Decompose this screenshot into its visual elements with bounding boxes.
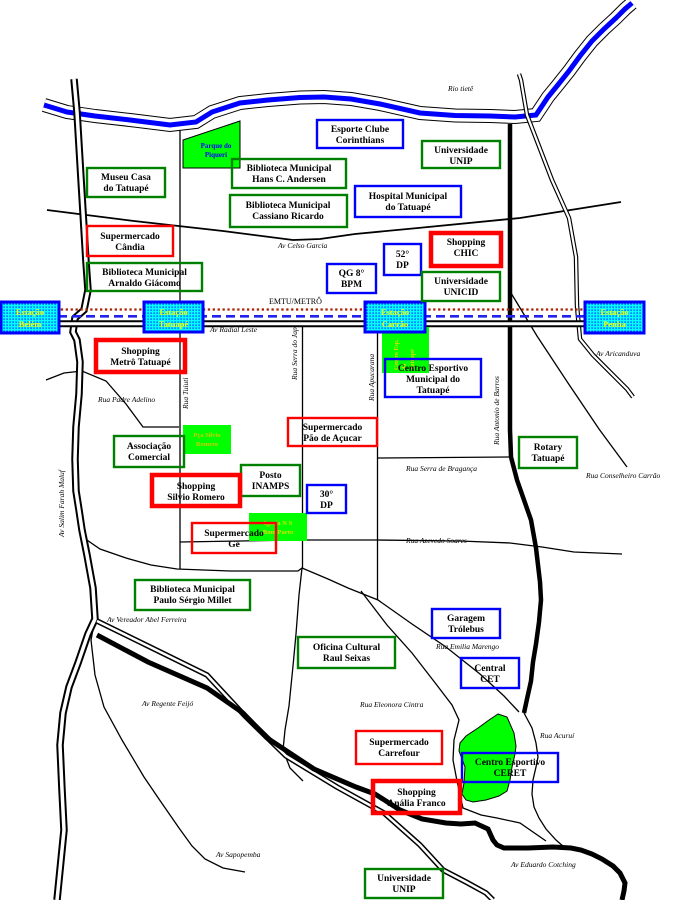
svg-text:Gê: Gê xyxy=(228,540,240,550)
svg-text:Rua Eleonora Cintra: Rua Eleonora Cintra xyxy=(359,700,424,709)
svg-text:Rua Padre Adelino: Rua Padre Adelino xyxy=(97,395,155,404)
svg-text:Rotary: Rotary xyxy=(534,443,563,453)
svg-text:Rua Serra de Bragança: Rua Serra de Bragança xyxy=(405,464,477,473)
svg-text:Universidade: Universidade xyxy=(434,146,488,156)
svg-text:Rua Emilia Marengo: Rua Emilia Marengo xyxy=(435,642,499,651)
svg-text:Shopping: Shopping xyxy=(397,788,436,798)
svg-text:Trólebus: Trólebus xyxy=(448,625,484,635)
svg-text:EMTU/METRÔ: EMTU/METRÔ xyxy=(269,296,322,306)
svg-text:Raul Seixas: Raul Seixas xyxy=(323,654,371,664)
svg-text:Comercial: Comercial xyxy=(128,453,170,463)
svg-text:Romero: Romero xyxy=(196,441,218,448)
svg-text:Av Salim Farah Maluf: Av Salim Farah Maluf xyxy=(57,469,66,538)
svg-text:Garagem: Garagem xyxy=(447,614,485,624)
svg-text:QG 8°: QG 8° xyxy=(339,268,365,279)
svg-text:Supermercado: Supermercado xyxy=(369,738,429,748)
svg-text:Estação: Estação xyxy=(600,307,628,317)
svg-text:Supermercado: Supermercado xyxy=(303,423,363,433)
svg-text:Tatuapé: Tatuapé xyxy=(532,454,565,464)
svg-text:Centro Esp.: Centro Esp. xyxy=(394,339,400,370)
svg-text:Biblioteca Municipal: Biblioteca Municipal xyxy=(150,585,235,595)
svg-text:Shopping: Shopping xyxy=(177,482,216,492)
svg-text:Av Radial Leste: Av Radial Leste xyxy=(209,325,258,334)
svg-text:Universidade: Universidade xyxy=(434,277,488,287)
svg-text:Biblioteca Municipal: Biblioteca Municipal xyxy=(246,201,331,211)
svg-text:Paulo Sérgio Millet: Paulo Sérgio Millet xyxy=(153,596,232,606)
svg-text:Rio tietê: Rio tietê xyxy=(447,84,474,93)
svg-text:Av Regente Feijó: Av Regente Feijó xyxy=(141,699,193,708)
svg-text:Tatuapé: Tatuapé xyxy=(159,319,189,329)
svg-text:UNIP: UNIP xyxy=(449,157,472,167)
svg-text:Tatuapé: Tatuapé xyxy=(417,386,450,396)
svg-text:Estação: Estação xyxy=(381,307,409,317)
svg-text:Av Aricanduva: Av Aricanduva xyxy=(595,349,640,358)
svg-text:CET: CET xyxy=(480,675,500,685)
svg-text:Igreja N S: Igreja N S xyxy=(264,520,293,527)
svg-text:Cassiano Ricardo: Cassiano Ricardo xyxy=(252,212,324,222)
svg-text:Arnaldo Giácomo: Arnaldo Giácomo xyxy=(108,279,181,289)
svg-text:DP: DP xyxy=(320,501,333,511)
svg-text:Rua Serra do Japi: Rua Serra do Japi xyxy=(290,325,299,381)
svg-text:Parque do: Parque do xyxy=(201,142,232,150)
svg-text:52°: 52° xyxy=(396,249,410,260)
svg-text:Estação: Estação xyxy=(159,307,187,317)
svg-text:Posto: Posto xyxy=(259,471,281,481)
svg-text:Av Sapopemba: Av Sapopemba xyxy=(215,850,261,859)
svg-text:30°: 30° xyxy=(320,489,334,500)
svg-text:Cândia: Cândia xyxy=(115,243,145,253)
svg-text:Supermercado: Supermercado xyxy=(204,529,264,539)
svg-text:UNIP: UNIP xyxy=(392,885,415,895)
svg-text:Biblioteca Municipal: Biblioteca Municipal xyxy=(102,268,187,278)
svg-text:Centro Esportivo: Centro Esportivo xyxy=(475,758,546,768)
svg-text:Carrefour: Carrefour xyxy=(378,749,420,759)
svg-text:Av Eduardo Cotching: Av Eduardo Cotching xyxy=(510,860,576,869)
svg-text:Municipal do: Municipal do xyxy=(406,375,460,385)
svg-text:Shopping: Shopping xyxy=(447,238,486,248)
svg-text:Rua Azevedo Soares: Rua Azevedo Soares xyxy=(405,536,467,545)
svg-text:CHIC: CHIC xyxy=(454,249,479,259)
svg-text:BPM: BPM xyxy=(341,280,362,290)
svg-text:Penha: Penha xyxy=(603,319,626,329)
svg-text:Esporte Clube: Esporte Clube xyxy=(331,125,389,135)
svg-text:INAMPS: INAMPS xyxy=(252,482,289,492)
svg-text:Belém: Belém xyxy=(19,319,42,329)
svg-text:Av Vereador Abel Ferreira: Av Vereador Abel Ferreira xyxy=(106,615,187,624)
svg-text:Centro Esportivo: Centro Esportivo xyxy=(398,364,469,374)
svg-text:Av Celso Garcia: Av Celso Garcia xyxy=(277,241,328,250)
svg-text:Oficina Cultural: Oficina Cultural xyxy=(313,643,381,653)
svg-text:Piqueri: Piqueri xyxy=(205,151,227,159)
svg-text:Corinthians: Corinthians xyxy=(336,136,385,146)
svg-text:Carrão: Carrão xyxy=(382,319,408,329)
svg-text:do Tatuapé: do Tatuapé xyxy=(103,184,148,194)
svg-text:Associação: Associação xyxy=(127,442,172,452)
svg-text:Estação: Estação xyxy=(16,307,44,317)
svg-text:CERET: CERET xyxy=(494,769,527,779)
svg-text:Hans C. Andersen: Hans C. Andersen xyxy=(252,175,326,185)
svg-text:do Tatuapé: do Tatuapé xyxy=(385,203,430,213)
svg-text:Shopping: Shopping xyxy=(121,347,160,357)
svg-text:Rua Acuruí: Rua Acuruí xyxy=(539,731,575,740)
svg-text:Universidade: Universidade xyxy=(377,874,431,884)
svg-text:Hospital Municipal: Hospital Municipal xyxy=(369,192,448,202)
svg-text:Anália Franco: Anália Franco xyxy=(387,799,446,809)
svg-text:Museu Casa: Museu Casa xyxy=(101,173,151,183)
svg-text:Supermercado: Supermercado xyxy=(100,232,160,242)
svg-text:Pão de Açucar: Pão de Açucar xyxy=(303,434,362,444)
svg-text:Rua Tuiuti: Rua Tuiuti xyxy=(181,378,190,410)
svg-text:Metrô Tatuapé: Metrô Tatuapé xyxy=(110,358,170,368)
svg-text:UNICID: UNICID xyxy=(444,288,479,298)
svg-text:DP: DP xyxy=(396,261,409,271)
svg-text:Rua Antonio de Barros: Rua Antonio de Barros xyxy=(492,376,501,446)
svg-text:Rua Conselheiro Carrão: Rua Conselheiro Carrão xyxy=(585,471,661,480)
svg-text:Biblioteca Municipal: Biblioteca Municipal xyxy=(247,164,332,174)
svg-text:Central: Central xyxy=(474,664,505,674)
svg-text:Rua Apucarana: Rua Apucarana xyxy=(367,354,376,402)
svg-text:do: do xyxy=(402,364,408,370)
svg-text:Pça Silvio: Pça Silvio xyxy=(193,432,220,439)
svg-text:Bom Parto: Bom Parto xyxy=(263,529,293,536)
svg-text:Silvio Romero: Silvio Romero xyxy=(167,493,225,503)
